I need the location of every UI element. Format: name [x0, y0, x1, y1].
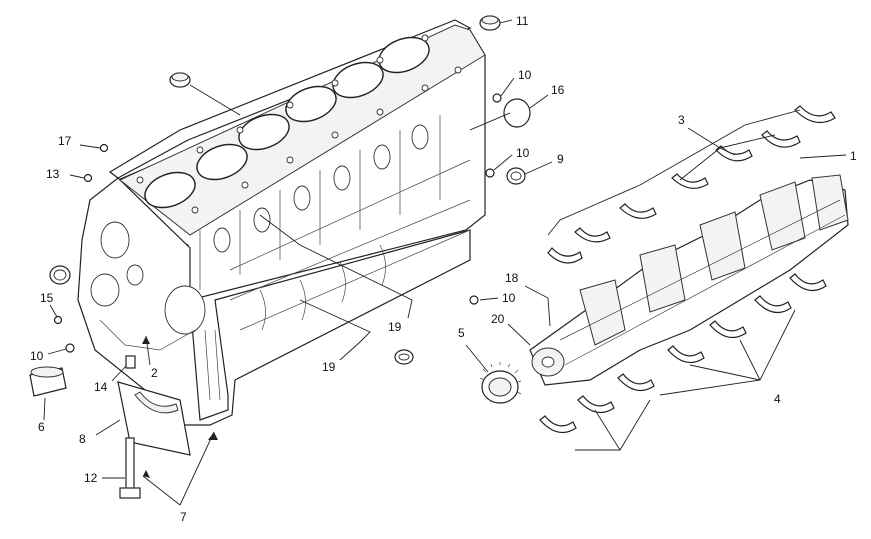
cylinder-block: [77, 19, 486, 426]
cylinder-bore-3: [238, 113, 290, 151]
part-10-plug-lower: [469, 295, 479, 305]
callout-10-lower: 10: [502, 291, 516, 305]
callout-19-lower: 19: [322, 360, 336, 374]
callout-8: 8: [79, 432, 86, 446]
part-17-stud: [99, 143, 109, 153]
cylinder-bore-4: [285, 85, 337, 123]
callout-3: 3: [678, 113, 685, 127]
callout-15: 15: [40, 291, 54, 305]
callout-6: 6: [38, 420, 45, 434]
cylinder-bore-5: [332, 61, 384, 99]
callout-18: 18: [505, 271, 519, 285]
callout-10-left: 10: [30, 349, 44, 363]
part-seal-lower: [394, 349, 414, 365]
part-8-bearing-cap: [117, 381, 191, 456]
part-11-plug: [479, 15, 501, 31]
part-9-seal: [506, 167, 526, 185]
callout-5: 5: [458, 326, 465, 340]
leader-lines: [43, 19, 847, 506]
cylinder-bore-2: [196, 143, 248, 181]
part-6-bushing: [29, 366, 67, 397]
part-15-stud: [53, 315, 63, 325]
part-12-cap-bolt: [119, 437, 141, 499]
callout-9: 9: [557, 152, 564, 166]
callout-1: 1: [850, 149, 857, 163]
callout-13: 13: [46, 167, 60, 181]
callout-4: 4: [774, 392, 781, 406]
part-10-plug-left: [65, 343, 75, 353]
deck-bolt-holes: [136, 34, 462, 214]
callout-11: 11: [516, 14, 529, 28]
part-13-stud: [83, 173, 93, 183]
callout-7: 7: [180, 510, 187, 524]
part-14-dowel: [125, 355, 136, 369]
upper-bearing-shells: [547, 105, 836, 264]
block-front-details: [90, 221, 221, 401]
part-seal-ring-left: [49, 265, 71, 285]
cylinder-bore-6: [378, 36, 430, 74]
part-10-plug-upper: [492, 93, 502, 103]
block-side-details: [199, 115, 471, 331]
callout-10-middle: 10: [516, 146, 530, 160]
crankshaft: [529, 174, 849, 386]
callout-20: 20: [491, 312, 505, 326]
callout-10-upper: 10: [518, 68, 532, 82]
callout-17: 17: [58, 134, 72, 148]
callout-2: 2: [151, 366, 158, 380]
leader-arrowheads: [142, 336, 218, 478]
callout-12: 12: [84, 471, 98, 485]
part-16-cover-plate: [503, 98, 531, 128]
part-10-plug-middle: [485, 168, 495, 178]
callout-19-upper: 19: [388, 320, 402, 334]
callout-16: 16: [551, 83, 565, 97]
callout-labels: 1 2 3 4 5 6 7 8 9 10 10 10 10 11 12 13 1…: [30, 14, 857, 524]
part-plug-deck: [169, 72, 191, 88]
cylinder-bore-1: [144, 171, 196, 209]
callout-14: 14: [94, 380, 108, 394]
part-5-crank-gear: [479, 362, 522, 404]
lower-bearing-shells: [539, 273, 827, 434]
